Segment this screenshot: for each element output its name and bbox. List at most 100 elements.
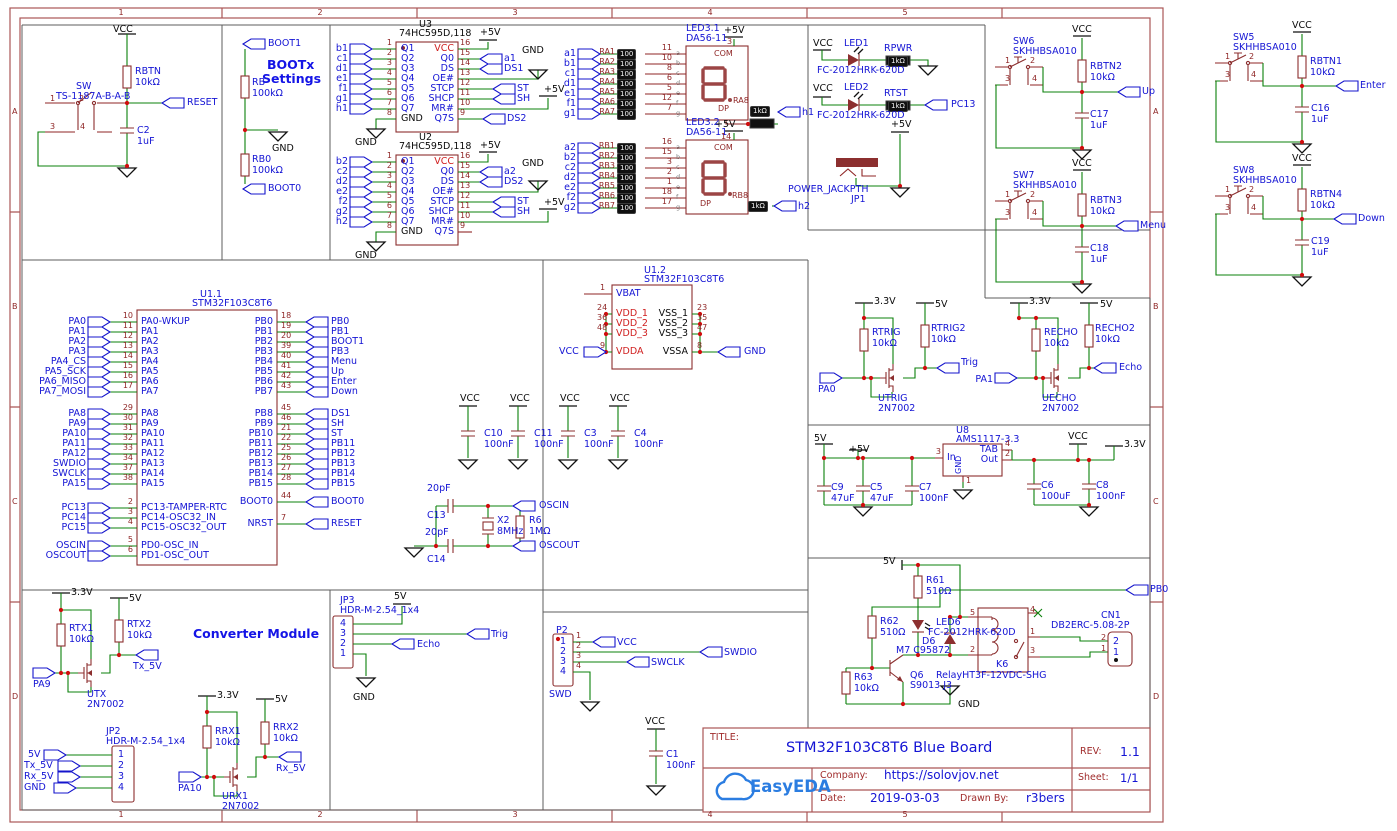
d1-lf[interactable]: f	[676, 99, 679, 107]
sheet-value[interactable]: 1/1	[1120, 771, 1139, 785]
jp3-5v[interactable]: 5V	[394, 591, 407, 602]
d2-lb[interactable]: b	[676, 153, 681, 161]
u11-pnr15[interactable]: 27	[281, 463, 292, 472]
rbtn4[interactable]: RBTN4	[1310, 189, 1343, 200]
u3-gnd[interactable]: GND	[522, 45, 544, 56]
u11-pnr13[interactable]: 25	[281, 443, 292, 452]
cn1-p2o[interactable]: 2	[1101, 633, 1107, 642]
u11-pnl11[interactable]: 31	[122, 423, 133, 432]
u3-shcp[interactable]: SHCP	[428, 93, 454, 104]
d1-f1[interactable]: f1	[566, 98, 576, 109]
u3-ds2[interactable]: DS2	[507, 113, 527, 124]
p2-r4[interactable]: 4	[576, 661, 582, 670]
u2-5v[interactable]: +5V	[480, 140, 501, 151]
u2-st[interactable]: ST	[517, 196, 529, 207]
rrx2[interactable]: RRX2	[273, 722, 299, 733]
u2-in-d2[interactable]: d2	[335, 176, 348, 187]
u8-p2[interactable]: 2	[1005, 449, 1011, 458]
reg-33[interactable]: 3.3V	[1124, 439, 1146, 450]
u11-nl12[interactable]: PA11	[141, 438, 165, 449]
u11-des[interactable]: U1.1	[200, 289, 223, 300]
echo-33[interactable]: 3.3V	[1029, 296, 1051, 307]
u12-p47[interactable]: 47	[697, 323, 708, 332]
u11-nr10[interactable]: PB9	[254, 418, 273, 429]
sw6-p4[interactable]: 4	[1032, 74, 1038, 83]
u2-q3[interactable]: Q3	[401, 176, 415, 187]
seven-segment-display-1[interactable]	[600, 36, 778, 129]
p2-r2[interactable]: 2	[576, 641, 582, 650]
d1-lc[interactable]: c	[676, 69, 680, 77]
sw-part[interactable]: TS-1187A-B-A-B	[56, 91, 131, 102]
rel-p5[interactable]: 5	[970, 608, 976, 617]
u11-pnl14[interactable]: 34	[122, 453, 133, 462]
u2-q0[interactable]: Q0	[440, 166, 454, 177]
c16[interactable]: C16	[1311, 103, 1330, 114]
jp2-n2[interactable]: 2	[118, 760, 125, 771]
u3-pn6[interactable]: 6	[386, 88, 392, 97]
u1-1-mcu[interactable]	[110, 309, 306, 566]
sw5-p1[interactable]: 1	[1225, 52, 1231, 61]
d1-g1[interactable]: g1	[563, 108, 576, 119]
u12-des[interactable]: U1.2	[644, 265, 667, 276]
sw5-part[interactable]: SKHHBSA010	[1233, 42, 1297, 53]
d2-lc[interactable]: c	[676, 163, 680, 171]
u11-nr4[interactable]: PB3	[254, 346, 273, 357]
pa4-flag[interactable]: PA4_CS	[50, 356, 86, 367]
pa1-flag1[interactable]: PA1	[68, 326, 86, 337]
p2-n1[interactable]: 1	[560, 636, 567, 647]
jp2-tx[interactable]: Tx_5V	[24, 760, 53, 771]
u2-in-g2[interactable]: g2	[335, 206, 348, 217]
u3-shift-register[interactable]	[366, 39, 558, 139]
rb2[interactable]: RB2	[598, 151, 615, 160]
rb-val[interactable]: 100kΩ	[252, 88, 283, 99]
d2-e2[interactable]: e2	[564, 182, 576, 193]
pa10-flag[interactable]: PA10	[178, 783, 202, 794]
jack-name[interactable]: POWER_JACKPTH	[788, 184, 869, 195]
u11-nl4[interactable]: PA3	[141, 346, 159, 357]
pa8-flag[interactable]: PA8	[68, 408, 86, 419]
u3-pn15[interactable]: 15	[460, 48, 471, 57]
d2-lf[interactable]: f	[676, 193, 679, 201]
vcc-led2[interactable]: VCC	[813, 83, 833, 94]
enter-flag2[interactable]: Enter	[331, 376, 357, 387]
jp2-5v[interactable]: 5V	[28, 749, 41, 760]
u11-pnl19[interactable]: 4	[127, 517, 133, 526]
rtrig-val[interactable]: 10kΩ	[872, 338, 897, 349]
c5-val[interactable]: 47uF	[870, 493, 894, 504]
c3-val[interactable]: 100nF	[584, 439, 614, 450]
x2-val[interactable]: 8MHz	[497, 526, 524, 537]
p2-swd-circuit[interactable]	[552, 633, 700, 712]
reg-vcc[interactable]: VCC	[1068, 431, 1088, 442]
r61[interactable]: R61	[926, 575, 945, 586]
pa7-flag[interactable]: PA7_MOSI	[39, 386, 86, 397]
rpwr-val[interactable]: 1kΩ	[888, 56, 908, 67]
led6[interactable]: LED6	[936, 617, 961, 628]
u8-p1[interactable]: 1	[966, 476, 972, 485]
sw5-p2[interactable]: 2	[1249, 52, 1255, 61]
u11-pnr8[interactable]: 43	[281, 381, 292, 390]
trig-5v[interactable]: 5V	[935, 299, 948, 310]
sw6-des[interactable]: SW6	[1013, 36, 1035, 47]
u11-nl18[interactable]: PC14-OSC32_IN	[141, 512, 217, 523]
boot0-flag2[interactable]: BOOT0	[331, 496, 365, 507]
pa1-flag2[interactable]: PA1	[975, 374, 993, 385]
u3-pn7[interactable]: 7	[386, 98, 392, 107]
sw6-p1[interactable]: 1	[1005, 56, 1011, 65]
u12-vcc-flag[interactable]: VCC	[559, 346, 579, 357]
jp3-trig[interactable]: Trig	[491, 629, 508, 640]
u3-pn2[interactable]: 2	[386, 48, 392, 57]
cn1-p1o[interactable]: 1	[1101, 644, 1107, 653]
u11-pnr4[interactable]: 39	[281, 341, 292, 350]
utrig[interactable]: UTRIG	[878, 393, 908, 404]
u3-pn12[interactable]: 12	[460, 78, 471, 87]
jp3-gnd[interactable]: GND	[353, 692, 375, 703]
u11-nr15[interactable]: PB14	[248, 468, 273, 479]
u2-gnd[interactable]: GND	[522, 158, 544, 169]
vcc-sw5[interactable]: VCC	[1292, 20, 1312, 31]
button-up-circuit[interactable]	[994, 35, 1118, 160]
c2[interactable]: C2	[137, 125, 150, 136]
u12-p35[interactable]: 35	[697, 313, 708, 322]
sw8-p3[interactable]: 3	[1225, 203, 1231, 212]
recho[interactable]: RECHO	[1044, 327, 1078, 338]
date-value[interactable]: 2019-03-03	[870, 791, 940, 805]
